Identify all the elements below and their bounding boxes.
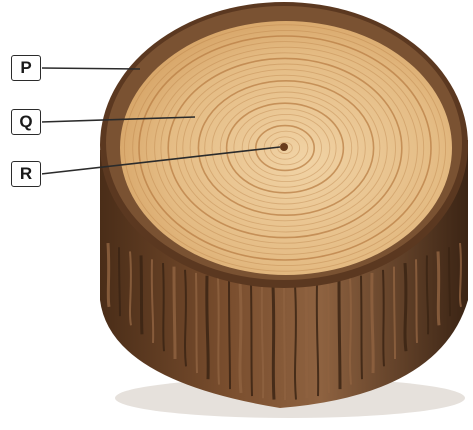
label-p: P bbox=[11, 55, 41, 81]
bark-ridge bbox=[339, 280, 340, 389]
bark-ridge bbox=[207, 276, 208, 380]
bark-ridge bbox=[141, 255, 142, 334]
bark-ridge bbox=[174, 267, 175, 359]
bark-ridge bbox=[229, 280, 230, 389]
label-q-text: Q bbox=[19, 112, 32, 132]
pith-center bbox=[280, 143, 288, 151]
bark-ridge bbox=[130, 251, 131, 325]
bark-ridge bbox=[240, 282, 241, 393]
bark-ridge bbox=[438, 251, 439, 325]
bark-ridge bbox=[119, 247, 120, 316]
bark-ridge bbox=[196, 273, 197, 373]
bark-ridge bbox=[185, 270, 186, 366]
bark-ridge bbox=[284, 285, 285, 400]
bark-ridge bbox=[361, 276, 362, 380]
bark-ridge bbox=[460, 243, 461, 307]
bark-ridge bbox=[394, 267, 395, 359]
bark-ridge bbox=[449, 247, 450, 316]
bark-ridge bbox=[306, 284, 307, 398]
bark-ridge bbox=[416, 259, 417, 343]
leader-line-p bbox=[41, 68, 140, 69]
label-p-text: P bbox=[20, 58, 31, 78]
bark-ridge bbox=[350, 278, 351, 384]
label-r: R bbox=[11, 161, 41, 187]
bark-ridge bbox=[108, 243, 109, 307]
label-q: Q bbox=[11, 109, 41, 135]
bark-ridge bbox=[218, 278, 219, 384]
bark-ridge bbox=[273, 285, 274, 400]
bark-ridge bbox=[251, 283, 252, 396]
bark-ridge bbox=[295, 285, 296, 400]
bark-ridge bbox=[383, 270, 384, 366]
bark-ridge bbox=[163, 263, 164, 351]
label-r-text: R bbox=[20, 164, 32, 184]
bark-ridge bbox=[372, 273, 373, 373]
bark-ridge bbox=[328, 282, 329, 393]
bark-ridge bbox=[405, 263, 406, 351]
